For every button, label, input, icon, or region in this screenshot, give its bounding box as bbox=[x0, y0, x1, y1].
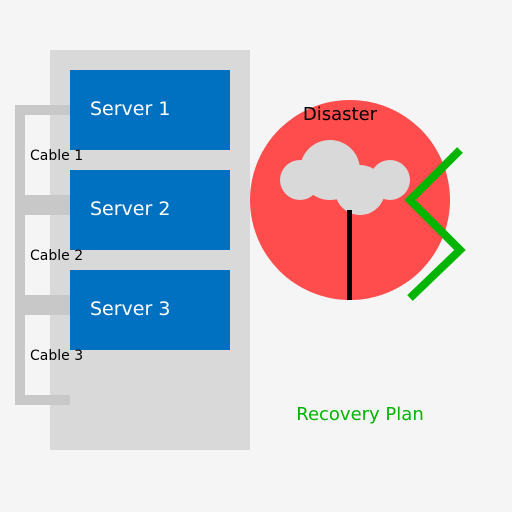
lightning-icon bbox=[404, 147, 466, 301]
disaster-label: Disaster bbox=[303, 104, 378, 125]
server-2: Server 2 bbox=[70, 170, 230, 250]
cable-3-label: Cable 3 bbox=[30, 348, 83, 364]
cable-bracket bbox=[15, 105, 70, 405]
funnel-line-icon bbox=[347, 210, 352, 300]
server-3-label: Server 3 bbox=[90, 298, 170, 320]
cable-1-label: Cable 1 bbox=[30, 148, 83, 164]
cable-2-label: Cable 2 bbox=[30, 248, 83, 264]
server-3: Server 3 bbox=[70, 270, 230, 350]
recovery-plan-label: Recovery Plan bbox=[296, 404, 423, 425]
server-1-label: Server 1 bbox=[90, 98, 170, 120]
cloud-icon bbox=[280, 140, 410, 215]
server-2-label: Server 2 bbox=[90, 198, 170, 220]
server-1: Server 1 bbox=[70, 70, 230, 150]
